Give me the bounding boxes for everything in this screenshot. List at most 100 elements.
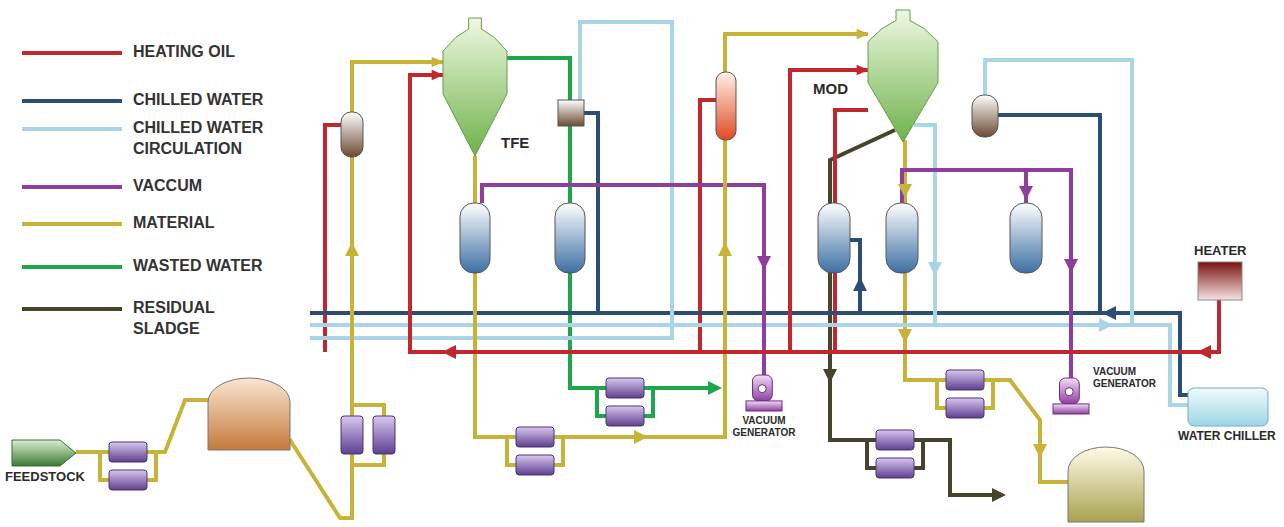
flow-arrow xyxy=(1102,306,1116,320)
pump-symbol xyxy=(516,455,554,475)
legend-entry: CHILLED WATER CIRCULATION xyxy=(22,118,283,160)
node-label: HEATER xyxy=(1194,244,1246,259)
pump-symbol xyxy=(341,416,363,454)
node-label: VACUUM GENERATOR xyxy=(729,415,799,438)
feedstock-inlet: FEEDSTOCK xyxy=(12,440,76,466)
condenser-vessel xyxy=(1010,203,1042,273)
legend-swatch xyxy=(22,265,122,269)
pump-symbol xyxy=(946,370,984,390)
pipe-line xyxy=(850,240,860,313)
flow-arrow xyxy=(853,277,867,291)
legend-swatch xyxy=(22,222,122,226)
pipe-connector xyxy=(475,34,868,437)
legend-swatch xyxy=(22,99,122,103)
flow-arrow xyxy=(708,381,722,395)
evaporator-mod: MOD xyxy=(868,10,938,142)
vacuum-generator: VACUUM GENERATOR xyxy=(746,375,782,411)
flow-arrow xyxy=(1033,444,1047,458)
pump-symbol xyxy=(109,470,147,490)
legend-label: VACCUM xyxy=(133,176,283,197)
node-shape xyxy=(12,440,76,466)
product-tank xyxy=(1068,447,1144,522)
pipe-line xyxy=(985,60,1132,325)
pump-symbol xyxy=(373,416,395,454)
node-shape xyxy=(868,10,938,142)
node-shape xyxy=(1188,388,1268,426)
legend-entry: VACCUM xyxy=(22,176,283,197)
flow-arrow xyxy=(898,184,912,198)
flow-arrow xyxy=(823,369,837,383)
node-shape xyxy=(746,375,782,411)
node-label: VACUUM GENERATOR xyxy=(1093,366,1157,389)
node-shape xyxy=(443,18,507,156)
separator-vessel xyxy=(972,95,998,137)
feed-tank xyxy=(208,378,290,450)
flow-arrow xyxy=(898,329,912,343)
pipe-line xyxy=(902,170,1071,378)
pump-port xyxy=(1065,388,1073,396)
node-shape xyxy=(1053,378,1089,414)
legend-entry: MATERIAL xyxy=(22,213,283,234)
legend-swatch xyxy=(22,127,122,131)
evaporator-shape xyxy=(868,10,938,142)
pump-symbol xyxy=(606,378,644,398)
pipe-line xyxy=(998,115,1100,313)
chiller-shape xyxy=(1188,388,1268,426)
legend-swatch xyxy=(22,185,122,189)
node-shape xyxy=(1198,262,1242,300)
legend-entry: CHILLED WATER xyxy=(22,90,283,111)
pump-symbol xyxy=(946,398,984,418)
legend-label: RESIDUAL SLADGE xyxy=(133,298,283,340)
flow-arrow xyxy=(757,256,771,270)
pipe-connector xyxy=(790,70,1219,352)
evaporator-tfe: TFE xyxy=(443,18,507,156)
flow-arrow xyxy=(1019,186,1033,200)
legend-label: WASTED WATER xyxy=(133,256,283,277)
node-label: MOD xyxy=(813,80,848,97)
node-label: TFE xyxy=(501,134,529,151)
pump-body xyxy=(1059,378,1079,404)
flow-arrow xyxy=(992,488,1006,502)
pipe-line xyxy=(325,125,341,352)
legend-label: CHILLED WATER CIRCULATION xyxy=(133,118,283,160)
flow-arrow xyxy=(1064,259,1078,273)
pump-symbol xyxy=(876,458,914,478)
pipe-line xyxy=(482,185,764,375)
water-chiller: WATER CHILLER xyxy=(1188,388,1268,426)
legend-swatch xyxy=(22,307,122,311)
pump-symbol xyxy=(606,406,644,426)
evaporator-shape xyxy=(443,18,507,156)
pump-port xyxy=(758,385,766,393)
heater-shape xyxy=(1198,262,1242,300)
legend-swatch xyxy=(22,51,122,55)
legend-entry: WASTED WATER xyxy=(22,256,283,277)
condenser-vessel xyxy=(886,203,918,273)
inlet-shape xyxy=(12,440,76,466)
vacuum-generator: VACUUM GENERATOR xyxy=(1053,378,1089,414)
preheater-vessel xyxy=(341,112,363,157)
legend-label: MATERIAL xyxy=(133,213,283,234)
pipe-line xyxy=(584,113,598,313)
pump-base xyxy=(1053,404,1089,414)
flow-arrow xyxy=(1099,318,1113,332)
pump-base xyxy=(746,401,782,411)
condenser-vessel xyxy=(818,203,850,273)
pump-symbol xyxy=(876,430,914,450)
receiver-box xyxy=(558,100,584,126)
legend-entry: RESIDUAL SLADGE xyxy=(22,298,283,340)
pipe-connector xyxy=(410,75,1219,352)
heater-box: HEATER xyxy=(1198,262,1242,300)
pump-symbol xyxy=(516,427,554,447)
flow-arrow xyxy=(928,262,942,276)
heater-vessel xyxy=(716,72,736,140)
pump-body xyxy=(752,375,772,401)
pump-symbol xyxy=(109,442,147,462)
legend-label: HEATING OIL xyxy=(133,42,283,63)
node-label: FEEDSTOCK xyxy=(5,470,85,485)
legend-label: CHILLED WATER xyxy=(133,90,283,111)
condenser-vessel xyxy=(460,203,490,273)
condenser-vessel xyxy=(555,203,585,273)
node-label: WATER CHILLER xyxy=(1178,430,1276,444)
legend-entry: HEATING OIL xyxy=(22,42,283,63)
